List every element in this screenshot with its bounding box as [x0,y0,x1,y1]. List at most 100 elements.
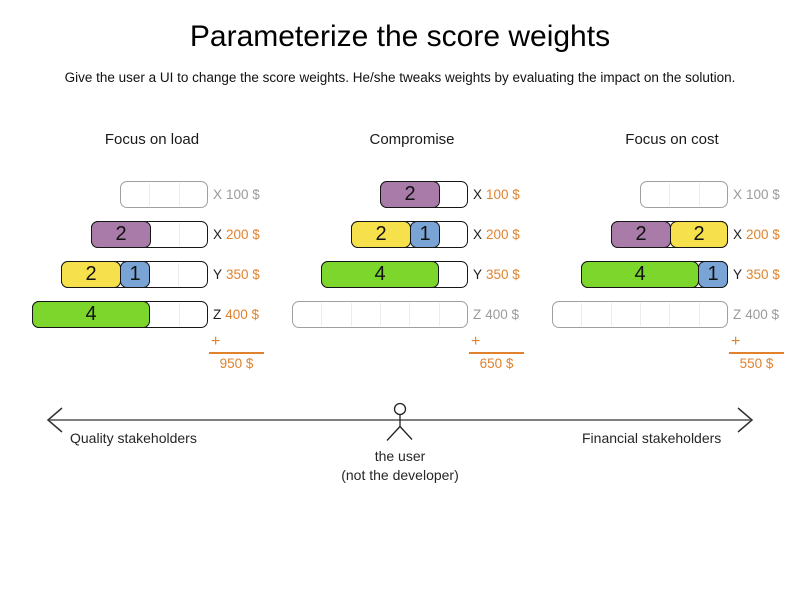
resource-letter: Z [733,307,742,322]
resource-letter: X [733,187,743,202]
price-label: 400 $ [485,307,520,322]
weight-block: 2 [611,221,671,248]
row-box [292,301,468,328]
block-value: 4 [634,263,646,285]
cell-divider [178,263,179,286]
cell-divider [439,303,440,326]
weight-block: 2 [61,261,121,288]
row-box: 4 [32,301,208,328]
total-label: 650 $ [479,356,514,371]
cell-divider [611,303,612,326]
row-box [640,181,728,208]
weight-block: 4 [32,301,150,328]
weight-block: 2 [91,221,151,248]
panel-title: Focus on load [104,131,200,148]
plus-sign: + [731,333,741,350]
resource-letter: Y [473,267,483,282]
page-subtitle: Give the user a UI to change the score w… [64,70,736,85]
resource-letter: X [473,227,483,242]
cell-divider [179,223,180,246]
sum-divider [469,352,524,354]
cell-divider [409,303,410,326]
cell-divider [581,303,582,326]
row-box [552,301,728,328]
quality-stakeholders-label: Quality stakeholders [70,430,197,446]
price-label: 400 $ [225,307,260,322]
cell-divider [640,303,641,326]
resource-letter: Y [213,267,223,282]
resource-letter: Y [733,267,743,282]
block-value: 4 [374,263,386,285]
cell-divider [149,183,150,206]
left-arrowhead-icon [46,407,63,433]
block-value: 2 [693,223,705,245]
price-label: 100 $ [226,187,260,202]
row-box: 4 1 [581,261,728,288]
block-value: 1 [419,223,431,245]
price-label: 350 $ [746,267,780,282]
panel-title: Compromise [369,131,455,148]
cell-divider [179,183,180,206]
price-label: 100 $ [486,187,520,202]
cell-divider [669,183,670,206]
weight-block: 4 [581,261,699,288]
weight-block: 2 [380,181,440,208]
price-label: 200 $ [486,227,520,242]
sum-area: + 550 $ [729,334,784,371]
sum-area: + 650 $ [469,334,524,371]
resource-letter: X [213,187,223,202]
weight-block: 1 [410,221,440,248]
total-label: 550 $ [739,356,774,371]
cell-divider [669,303,670,326]
price-label: 200 $ [746,227,780,242]
user-label: the user [374,448,426,464]
cell-divider [699,183,700,206]
weight-block: 1 [120,261,150,288]
cell-divider [699,303,700,326]
price-label: 350 $ [226,267,260,282]
block-value: 2 [404,183,416,205]
block-value: 2 [85,263,97,285]
row-box: 2 1 [351,221,468,248]
user-sublabel: (not the developer) [341,467,459,483]
price-label: 350 $ [486,267,520,282]
block-value: 1 [707,263,719,285]
cell-divider [179,303,180,326]
plus-sign: + [211,333,221,350]
price-label: 400 $ [745,307,780,322]
block-value: 2 [635,223,647,245]
sum-divider [209,352,264,354]
resource-letter: Z [473,307,482,322]
plus-sign: + [471,333,481,350]
weight-block: 2 [351,221,411,248]
block-value: 4 [85,303,97,325]
resource-letter: Z [213,307,222,322]
cell-divider [380,303,381,326]
weight-block: 4 [321,261,439,288]
cell-divider [351,303,352,326]
cell-divider [321,303,322,326]
block-value: 1 [129,263,141,285]
total-label: 950 $ [219,356,254,371]
panel-title: Focus on cost [625,131,719,148]
sum-divider [729,352,784,354]
block-value: 2 [115,223,127,245]
resource-letter: X [733,227,743,242]
